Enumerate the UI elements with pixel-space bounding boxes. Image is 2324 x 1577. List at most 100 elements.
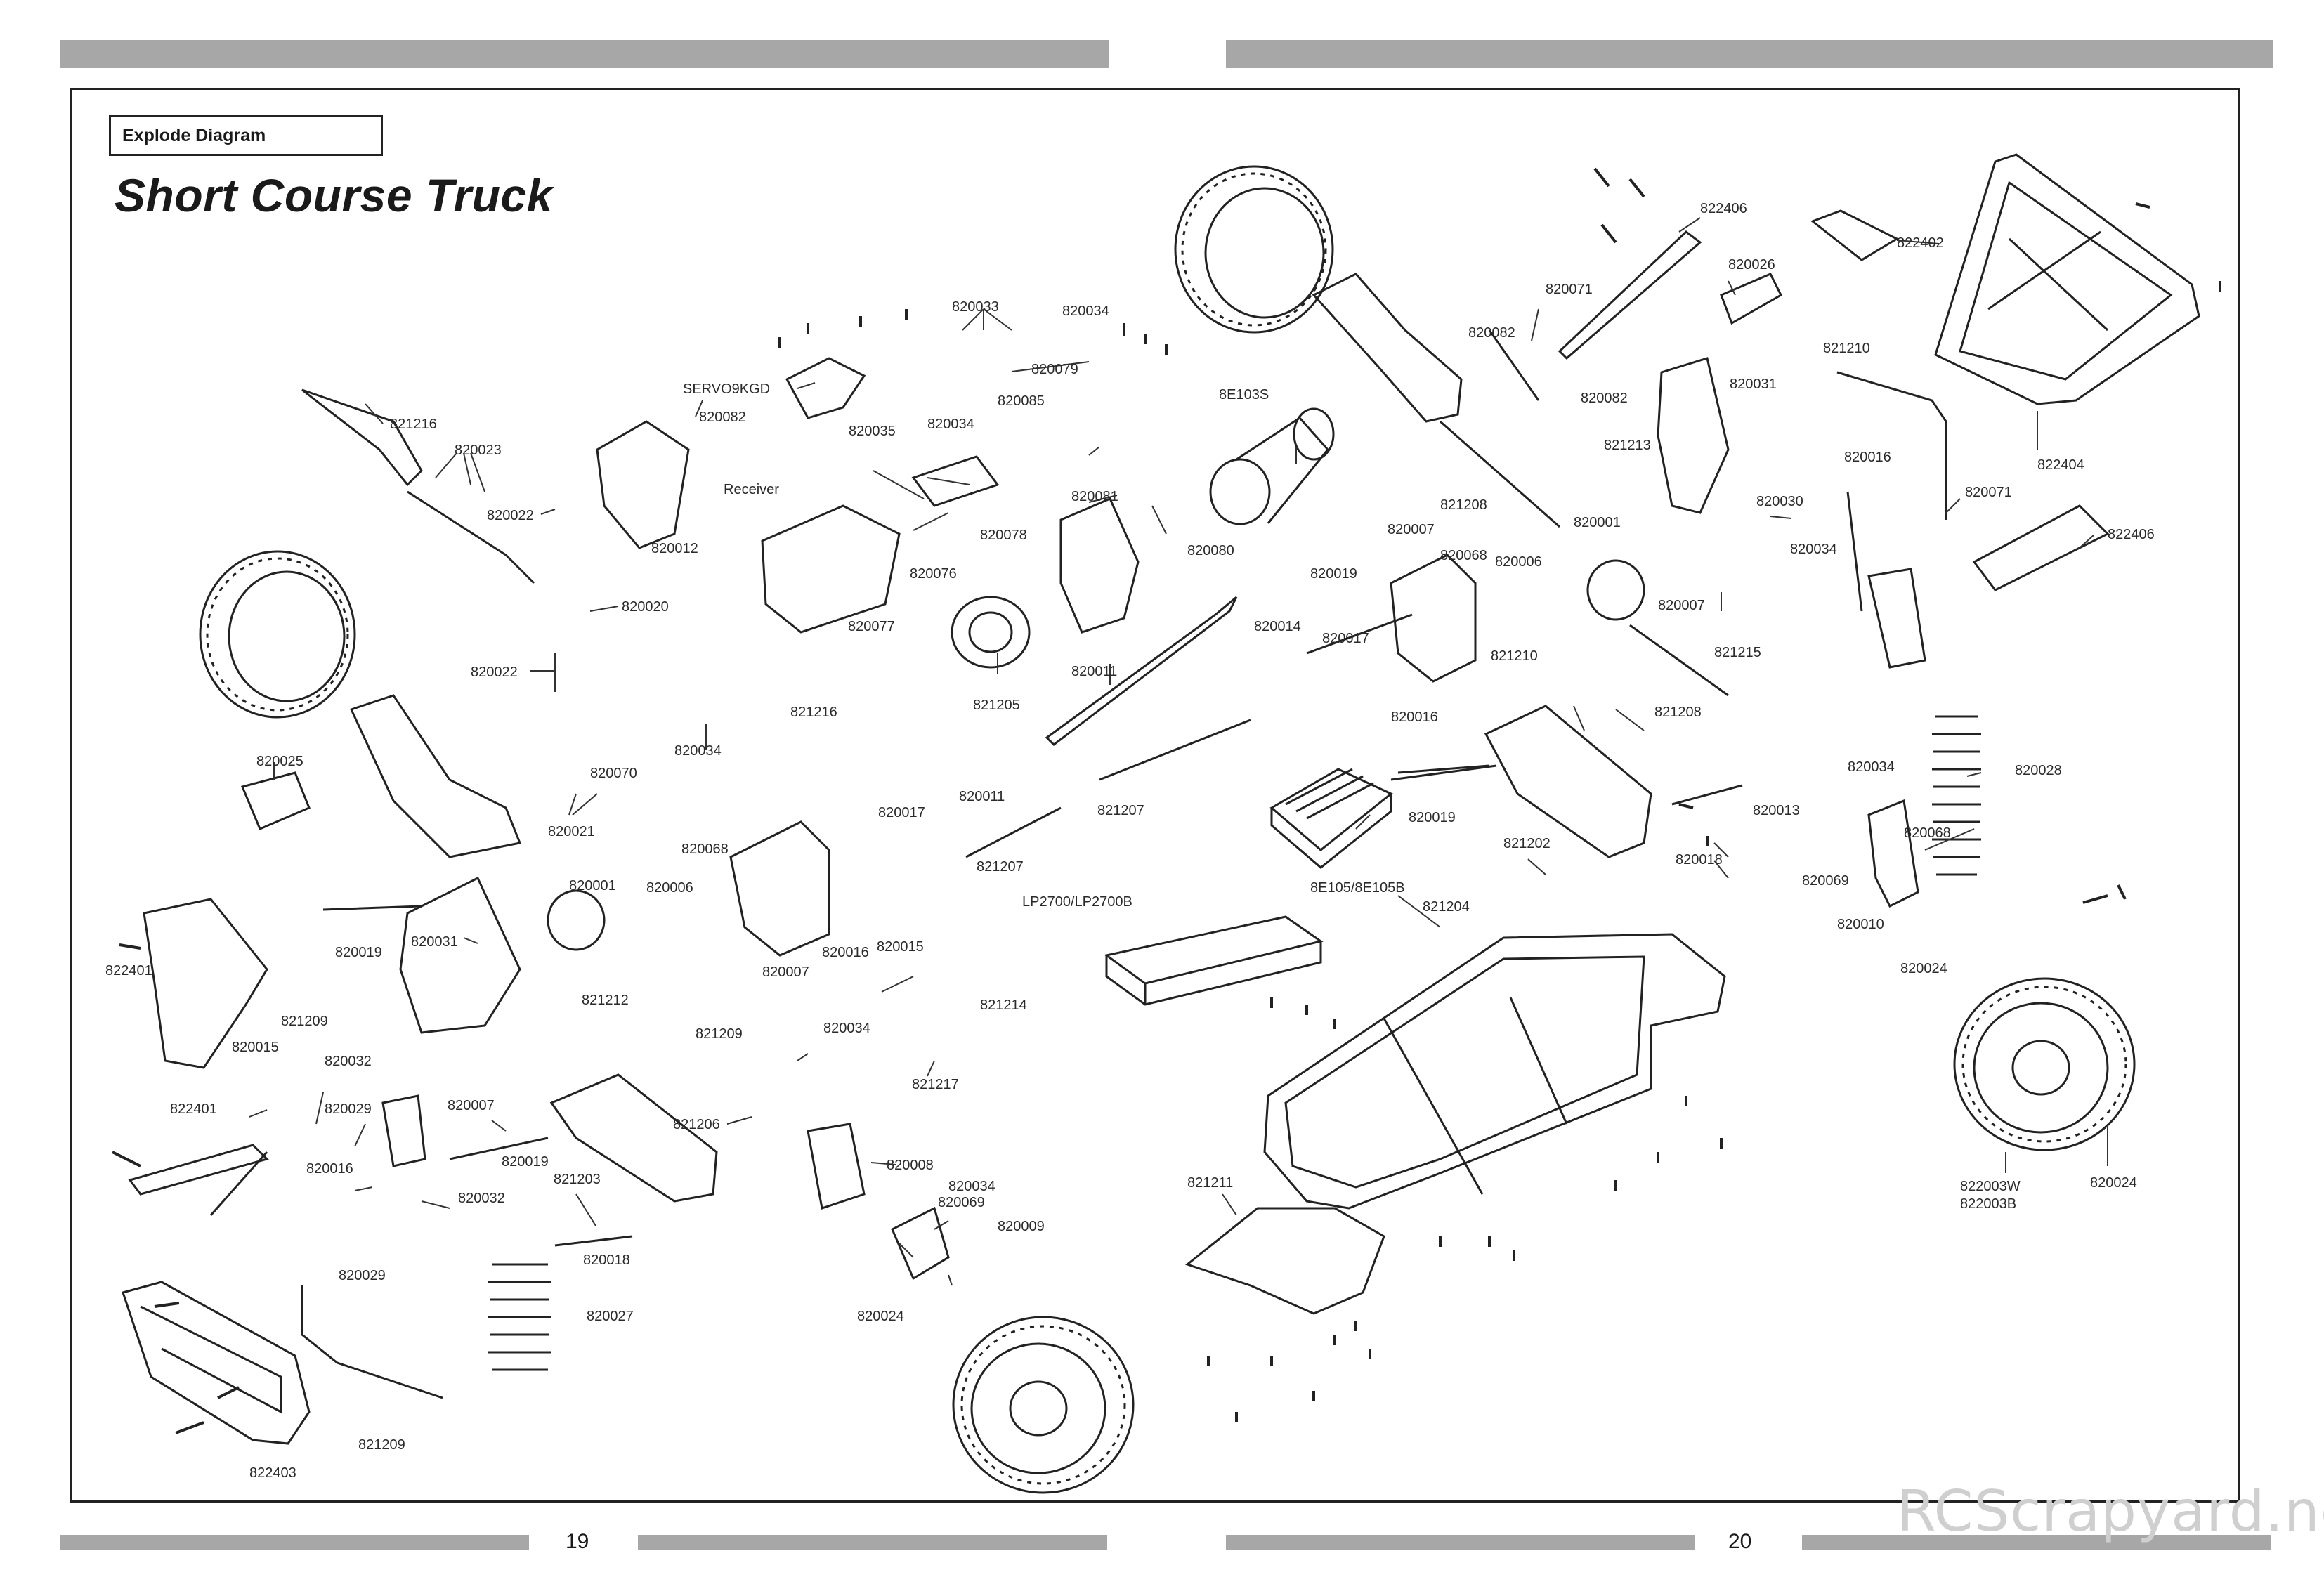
part-label: 821206	[673, 1117, 720, 1132]
part-label: 820020	[622, 599, 669, 615]
rear-shock-tower	[1657, 357, 1730, 514]
part-label: 821209	[696, 1026, 743, 1042]
part-label: 820001	[569, 878, 616, 894]
part-label: 820019	[335, 945, 382, 960]
part-label: 820034	[674, 743, 722, 759]
part-label: 820070	[590, 766, 637, 781]
section-label: Explode Diagram	[109, 115, 383, 156]
part-label: 820026	[1728, 257, 1775, 273]
part-label: 822402	[1897, 235, 1944, 251]
part-label: 820017	[1322, 631, 1369, 646]
rear-wing-mount	[1810, 209, 1900, 261]
drive-shafts	[965, 329, 1863, 858]
part-label: 820022	[487, 508, 534, 523]
part-label: 820001	[1574, 515, 1621, 530]
front-spring	[488, 1263, 551, 1371]
footer-bar-right-2	[1802, 1535, 2271, 1550]
part-label: 820019	[502, 1154, 549, 1170]
part-label: 820081	[1071, 489, 1118, 504]
part-label: 820007	[762, 964, 809, 980]
part-label: 821211	[1187, 1175, 1233, 1191]
part-label: 820007	[1388, 522, 1435, 537]
part-label: 820035	[849, 424, 896, 439]
part-label: 820006	[1495, 554, 1542, 570]
part-label: 820013	[1753, 803, 1800, 818]
part-label: 821209	[281, 1014, 328, 1029]
part-label: 821205	[973, 698, 1020, 713]
part-label: 820021	[548, 824, 595, 839]
header-bar-left	[60, 40, 1109, 68]
watermark: RCScrapyard.net	[1897, 1479, 2324, 1544]
upper-arm-center	[1045, 596, 1238, 746]
part-labels: 821216 820023 820022 820022 820020 82002…	[105, 201, 2155, 1481]
rear-gearbox	[1312, 273, 1463, 423]
part-label: 820032	[325, 1054, 372, 1069]
part-label: 820007	[1658, 598, 1705, 613]
part-label: 820008	[887, 1158, 934, 1173]
part-label: 820011	[1071, 664, 1117, 679]
part-label: 821216	[390, 417, 437, 432]
lower-arm-rear	[1484, 705, 1652, 858]
front-upper-arm	[128, 1144, 269, 1216]
part-label: 820069	[938, 1195, 985, 1210]
part-label: 820034	[1848, 759, 1895, 775]
part-label: 820034	[1790, 542, 1837, 557]
part-label: 820016	[306, 1161, 353, 1177]
receiver-box	[761, 504, 901, 634]
part-label: 821215	[1714, 645, 1761, 660]
part-label: 820007	[448, 1098, 495, 1113]
part-label: 820034	[823, 1021, 870, 1036]
part-label: 822404	[2037, 457, 2084, 473]
part-label: 820069	[1802, 873, 1849, 889]
part-label: 821208	[1440, 497, 1487, 513]
part-label: 820082	[1581, 391, 1628, 406]
part-label: 820031	[411, 934, 458, 950]
part-label: 822003B	[1960, 1196, 2016, 1212]
part-label: 820068	[681, 842, 729, 857]
part-label: 822403	[249, 1465, 296, 1481]
part-label: 822003W	[1960, 1179, 2021, 1194]
part-label: Receiver	[724, 482, 779, 497]
leader-lines	[249, 217, 2108, 1286]
part-label: 820085	[998, 393, 1045, 409]
part-label: 820068	[1440, 548, 1487, 563]
footer-bar-left-1	[60, 1535, 529, 1550]
front-knuckle	[807, 1123, 950, 1281]
screws	[112, 167, 2221, 1434]
rear-hub-carrier	[1867, 799, 1919, 908]
center-diff	[547, 559, 1645, 951]
part-label: 821203	[554, 1172, 601, 1187]
rear-diff-case	[1390, 554, 1477, 683]
part-label: 820032	[458, 1191, 505, 1206]
part-label: 820022	[471, 665, 518, 680]
part-label: 820030	[1756, 494, 1803, 509]
battery-pack	[1104, 915, 1324, 1006]
main-chassis-tub	[1263, 933, 1726, 1210]
rear-bumper	[1934, 153, 2200, 405]
part-label: 820082	[1468, 325, 1515, 341]
part-label: 820024	[857, 1309, 904, 1324]
part-label: 820068	[1904, 825, 1951, 841]
footer-bar-right-1	[1226, 1535, 1695, 1550]
part-label: 820079	[1031, 362, 1078, 377]
part-label: 820028	[2015, 763, 2062, 778]
part-label: 820024	[2090, 1175, 2137, 1191]
hinge-pins	[322, 613, 1743, 1247]
part-label: 821216	[790, 705, 837, 720]
part-label: 822401	[105, 963, 152, 979]
part-label: 822401	[170, 1101, 217, 1117]
front-shock-tower	[399, 876, 521, 1034]
part-label: 821207	[977, 859, 1024, 875]
part-label: 8E103S	[1219, 387, 1269, 403]
part-label: 820071	[1965, 485, 2012, 500]
part-label: 820080	[1187, 543, 1234, 558]
page-title: Short Course Truck	[115, 169, 553, 221]
part-label: 821208	[1654, 705, 1702, 720]
radio-plate	[911, 455, 1000, 507]
part-label: 820006	[646, 880, 693, 896]
page-number-right: 20	[1728, 1530, 1752, 1553]
part-label: 8E105/8E105B	[1310, 880, 1405, 896]
part-label: 821212	[582, 993, 629, 1008]
part-label: 820078	[980, 528, 1027, 543]
